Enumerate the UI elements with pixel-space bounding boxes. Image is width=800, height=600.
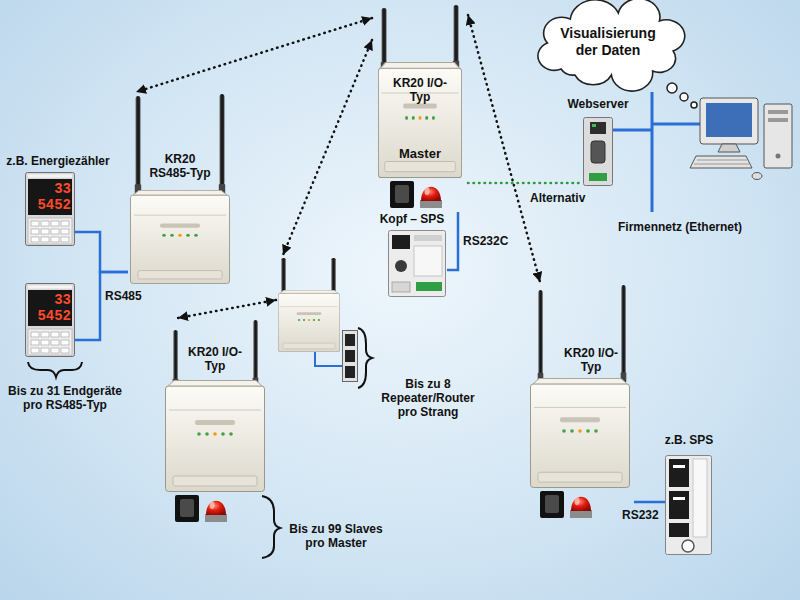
rs485-wireless-unit <box>131 94 230 284</box>
ethernet-bus <box>651 92 654 212</box>
wireless-io-unit <box>253 320 259 384</box>
repeater-unit <box>278 290 339 351</box>
repeater-unit <box>315 352 342 366</box>
bracket <box>28 362 82 377</box>
wireless-master-unit <box>390 181 442 208</box>
computer-workstation <box>752 173 762 180</box>
energy-meter <box>26 173 75 246</box>
computer-workstation <box>764 104 792 168</box>
bracket <box>262 496 280 558</box>
role-label: Master <box>390 146 450 161</box>
radio-link <box>283 40 372 255</box>
device-label: KR20 RS485-Typ <box>145 152 215 180</box>
cable-link <box>634 501 665 504</box>
webserver-module: Webserver <box>583 117 613 186</box>
thought-bubbles <box>667 83 677 93</box>
computer-workstation <box>776 154 781 159</box>
wireless-io-unit: KR20 I/O-Typ <box>528 282 634 518</box>
bracket-note: Bis zu 8 Repeater/Router pro Strang <box>378 377 478 419</box>
repeater-unit: Bis zu 8 Repeater/Router pro Strang <box>276 255 358 385</box>
repeater-unit <box>343 331 358 382</box>
thought-bubbles <box>667 83 697 108</box>
bracket <box>358 328 372 388</box>
computer-workstation <box>690 98 792 180</box>
wireless-io-unit <box>621 285 627 382</box>
wireless-master-unit <box>378 5 461 208</box>
thought-bubbles <box>680 93 688 101</box>
computer-workstation <box>690 156 752 168</box>
wireless-io-unit <box>175 495 227 522</box>
computer-workstation <box>718 144 740 152</box>
device-label: KR20 I/O-Typ <box>185 345 245 373</box>
wireless-io-unit <box>531 378 630 487</box>
wireless-master-unit <box>381 8 387 68</box>
protocol-label: RS232 <box>622 508 659 522</box>
wireless-io-unit <box>166 320 265 522</box>
head-plc <box>389 231 446 297</box>
head-plc: Kopf – SPS <box>377 212 447 298</box>
cable-link <box>75 232 128 272</box>
meter-reading: 33 <box>29 292 71 308</box>
computer-workstation <box>697 160 747 161</box>
cloud-outline <box>538 0 685 91</box>
computer-workstation <box>694 164 749 165</box>
cable-link <box>75 272 128 340</box>
connectors <box>75 15 665 502</box>
meter-reading: 5452 <box>29 308 71 324</box>
cloud-text: Visualisierung der Daten <box>553 25 663 59</box>
bracket-note: Bis zu 99 Slaves pro Master <box>284 522 388 550</box>
plc-unit: z.B. SPS <box>665 453 713 557</box>
ethernet-bus <box>652 123 700 126</box>
wireless-io-unit <box>531 285 630 518</box>
protocol-label: RS232C <box>463 234 508 248</box>
ethernet-bus <box>613 129 652 132</box>
wireless-io-unit: KR20 I/O-Typ <box>163 318 267 528</box>
meter-reading: 5452 <box>29 197 71 213</box>
meter-reading: 33 <box>29 181 71 197</box>
device-label: KR20 I/O-Typ <box>390 76 450 104</box>
device-heading: Kopf – SPS <box>377 212 447 226</box>
rs485-wireless-unit <box>219 94 225 194</box>
rs485-wireless-unit <box>131 190 230 283</box>
bracket-note: Bis zu 31 Endgeräte pro RS485-Typ <box>3 384 127 412</box>
radio-link <box>136 18 372 92</box>
energy-meter <box>26 284 75 357</box>
cable-link <box>447 212 458 270</box>
energy-meter: z.B. Energiezähler335452 <box>25 172 75 246</box>
protocol-label: Alternativ <box>530 191 585 205</box>
repeater-unit <box>278 258 357 382</box>
thought-bubbles <box>691 102 697 108</box>
plc-unit <box>666 456 712 555</box>
device-heading: Webserver <box>565 97 631 111</box>
computer-workstation <box>700 98 758 144</box>
computer-workstation <box>706 103 752 137</box>
energy-meter: 335452 <box>25 283 75 357</box>
rs485-wireless-unit <box>135 96 141 194</box>
wireless-master-unit <box>453 5 459 67</box>
computer-workstation <box>768 110 788 114</box>
computer-workstation <box>768 118 788 122</box>
wireless-io-unit <box>538 290 544 382</box>
bus-label: RS485 <box>105 289 142 303</box>
network-label: Firmennetz (Ethernet) <box>618 220 742 234</box>
cable-link <box>468 182 583 185</box>
device-heading: z.B. Energiezähler <box>3 154 113 168</box>
radio-link <box>178 300 276 318</box>
webserver-module <box>584 118 613 186</box>
wireless-master-unit <box>378 63 461 178</box>
wireless-io-unit <box>173 330 179 384</box>
wireless-master-unit: KR20 I/O-TypMaster <box>372 4 468 212</box>
wireless-io-unit <box>166 381 265 492</box>
rs485-wireless-unit: KR20 RS485-Typ <box>128 92 232 290</box>
thought-cloud: Visualisierung der Daten <box>536 3 680 81</box>
device-label: KR20 I/O-Typ <box>561 346 621 374</box>
device-heading: z.B. SPS <box>655 433 723 447</box>
wireless-io-unit <box>540 491 592 518</box>
